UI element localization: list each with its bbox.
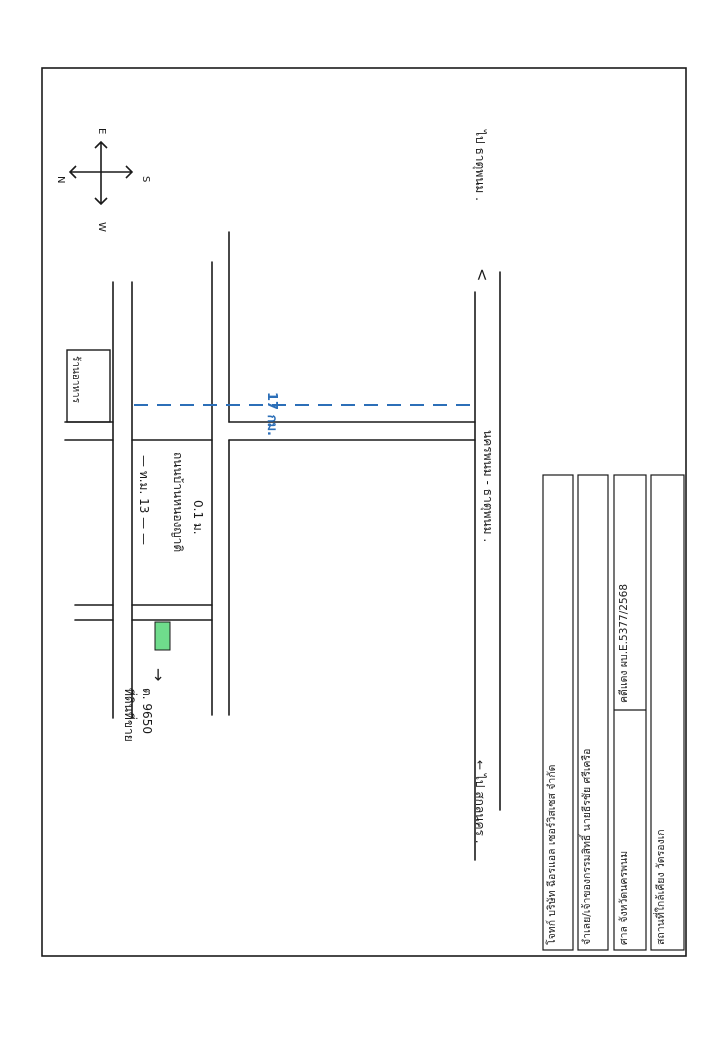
map-border (41, 67, 687, 957)
case-number-text: คดีแดง ผบ.E.5377/2568 (617, 584, 630, 703)
direction-arrow-top: < (473, 268, 492, 281)
compass-west-label: W (96, 222, 107, 232)
to-sakon-label: ← ไป สกลนคร . (473, 760, 487, 844)
plaintiff-text: โจทก์ บริษัท ฉีอรแอล เซอร์วิสเซส จำกัด (545, 765, 558, 946)
compass-rose (68, 140, 134, 206)
property-arrow: → (149, 668, 168, 681)
compass-south-label: S (140, 176, 151, 182)
branch-road-label: ถนนบ้านหนองญาติ (171, 452, 185, 552)
nearby-place-text: สถานที่ใกล้เคียง วัดรองเก (653, 829, 667, 945)
soi-label: — ท.ม. 13 — — (137, 455, 151, 545)
property-note-2: ต. 9650 (140, 688, 154, 734)
landmark-label: ร้านอาหาร (70, 356, 82, 404)
distance-right-label: 0.1 ม. (191, 500, 205, 535)
property-note-1: ที่ดินที่ขาย (122, 688, 138, 742)
landmark-box (66, 349, 111, 423)
roads (64, 231, 501, 861)
court-text: ศาล จังหวัดนครพนม (618, 851, 630, 945)
to-dhatu-phanom-label: ไป ธาตุพนม . (472, 129, 487, 201)
defendant-text: จำเลย/เจ้าของกรรมสิทธิ์ นายธีรชัย ศรีเคร… (578, 749, 593, 945)
compass-north-label: N (55, 176, 66, 183)
property-parcel (154, 621, 171, 651)
compass-east-label: E (96, 128, 107, 134)
distance-label: 17 กม. (264, 392, 279, 436)
main-road-label: นครพนม - ธาตุพนม . (480, 430, 495, 542)
info-table (542, 474, 685, 951)
